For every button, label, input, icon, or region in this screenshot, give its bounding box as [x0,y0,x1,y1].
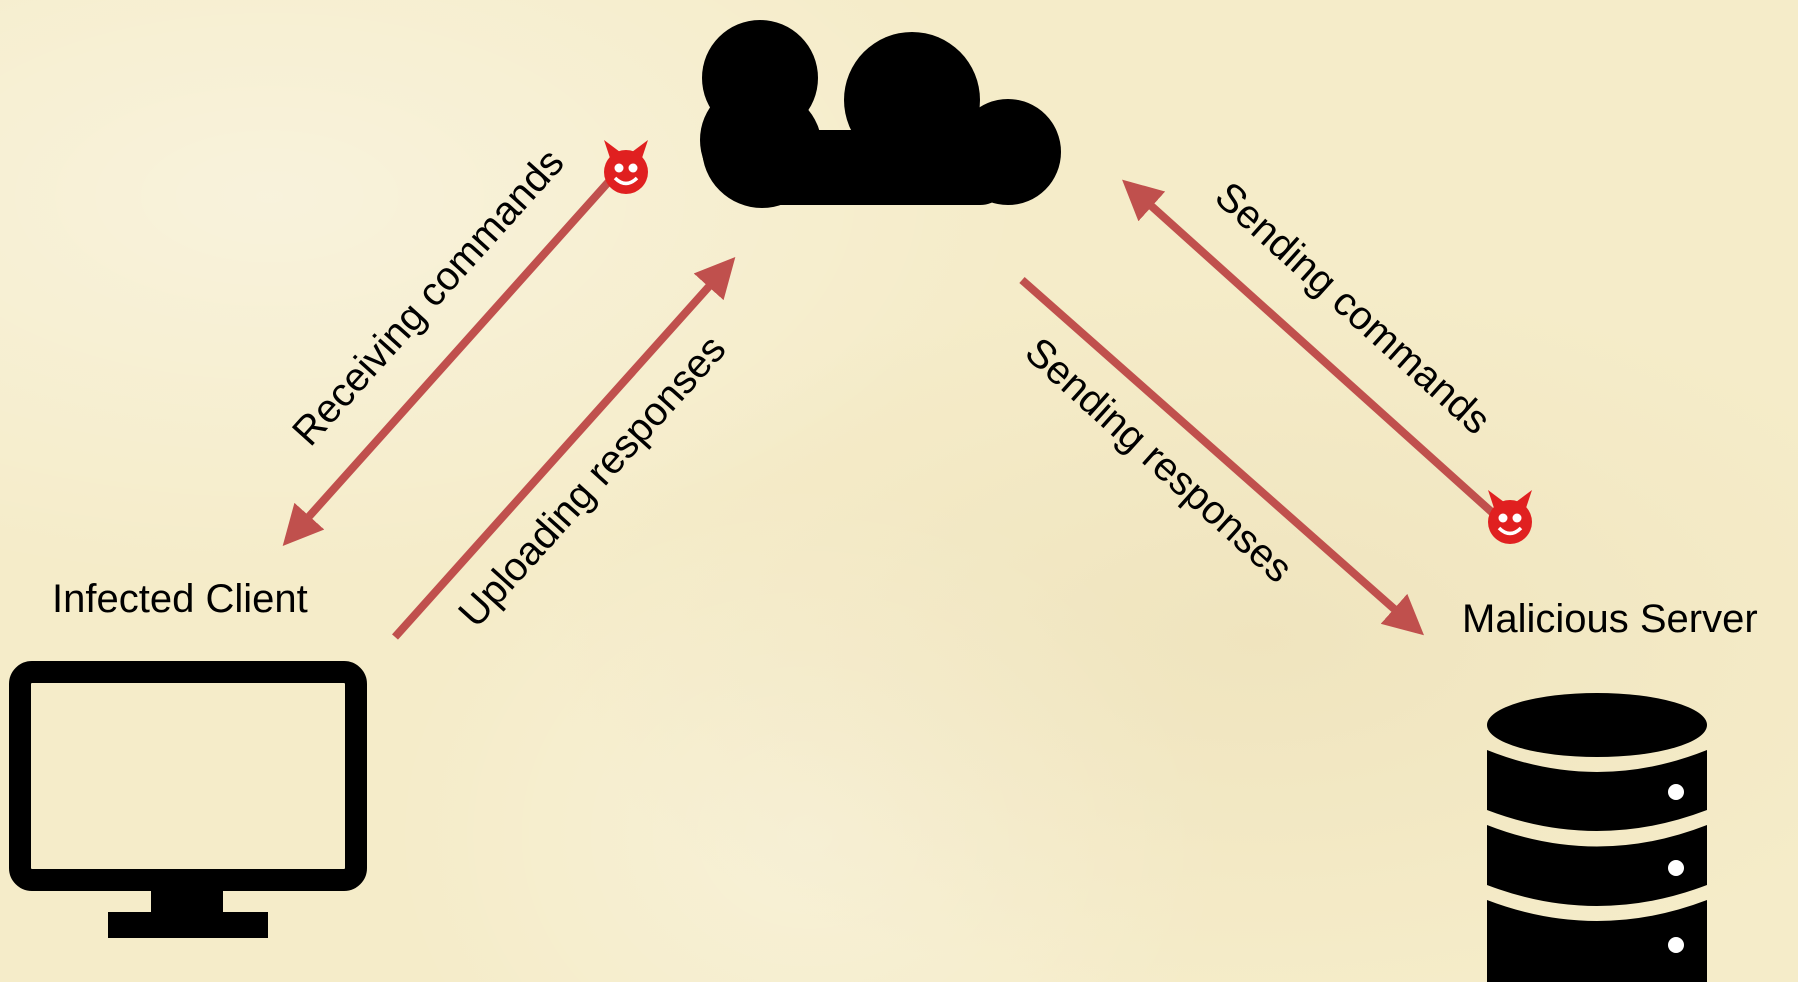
cloud-icon [700,20,1061,208]
node-malicious-server: Malicious Server [1462,597,1758,982]
client-label: Infected Client [52,577,308,621]
node-infected-client: Infected Client [9,577,367,938]
label-uploading-responses: Uploading responses [450,327,734,636]
arrow-receiving-commands [282,175,615,546]
devil-face-icon [604,140,648,194]
arrow-uploading-responses [392,257,736,640]
devil-face-icon [1488,490,1532,544]
database-server-icon [1487,693,1707,982]
monitor-icon [9,661,367,938]
edge-uploading-responses: Uploading responses [392,257,736,640]
label-sending-commands: Sending commands [1207,174,1499,443]
label-sending-responses: Sending responses [1017,329,1301,591]
arrow-sending-commands [1122,179,1498,518]
label-receiving-commands: Receiving commands [284,140,573,454]
server-label: Malicious Server [1462,597,1758,641]
arrow-sending-responses [1019,277,1424,636]
